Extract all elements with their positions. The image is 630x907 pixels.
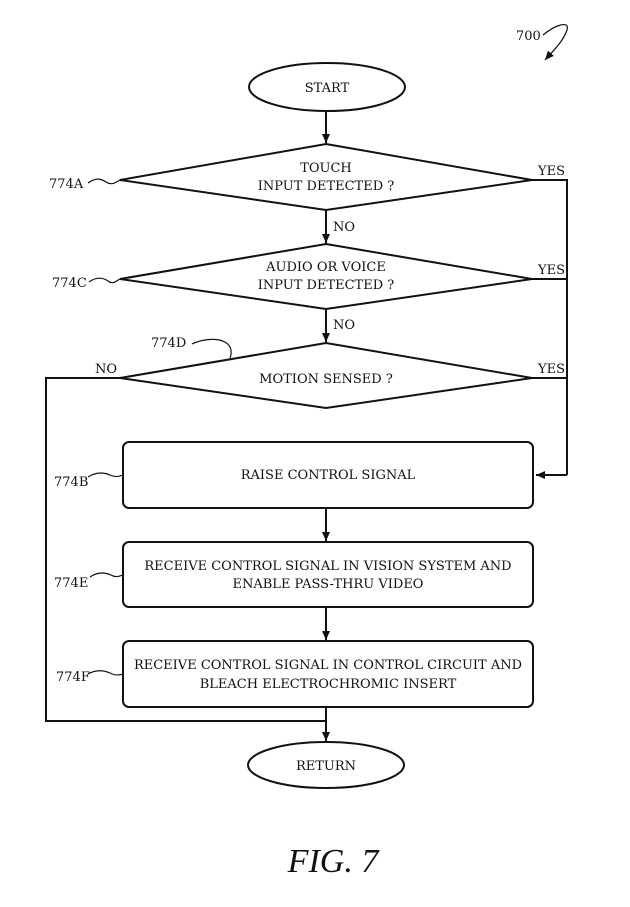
- return-label: RETURN: [296, 759, 356, 774]
- vision-step-line1: RECEIVE CONTROL SIGNAL IN VISION SYSTEM …: [144, 559, 511, 574]
- control-circuit-step: [122, 640, 534, 708]
- vision-system-step: [122, 541, 534, 608]
- return-terminal: [247, 741, 405, 789]
- touch-ref-label: 774A: [49, 177, 84, 192]
- touch-ref-leader: [87, 178, 121, 185]
- raise-ref-leader: [87, 472, 124, 478]
- raise-ref-label: 774B: [54, 475, 88, 490]
- vision-ref-leader: [89, 572, 124, 578]
- vision-ref-label: 774E: [54, 576, 88, 591]
- touch-decision-line2: INPUT DETECTED ?: [258, 179, 395, 194]
- vision-step-line2: ENABLE PASS-THRU VIDEO: [233, 577, 424, 592]
- touch-decision: [119, 142, 533, 212]
- audio-ref-leader: [88, 277, 121, 284]
- audio-decision-line2: INPUT DETECTED ?: [258, 278, 395, 293]
- figure-caption: FIG. 7: [287, 843, 381, 880]
- raise-step-line1: RAISE CONTROL SIGNAL: [241, 468, 416, 483]
- motion-ref-label: 774D: [151, 336, 186, 351]
- yes-merge-line: [532, 179, 568, 475]
- audio-decision: [119, 242, 533, 311]
- control-step-line2: BLEACH ELECTROCHROMIC INSERT: [200, 677, 457, 692]
- motion-decision-line1: MOTION SENSED ?: [259, 372, 393, 387]
- audio-yes-label: YES: [537, 263, 565, 278]
- motion-no-label: NO: [95, 362, 117, 377]
- motion-ref-leader: [191, 338, 232, 359]
- audio-no-label: NO: [333, 318, 355, 333]
- control-ref-label: 774F: [56, 670, 90, 685]
- start-label: START: [305, 81, 350, 96]
- figure-ref-arrow: [542, 23, 568, 61]
- figure-ref-label: 700: [516, 29, 541, 44]
- touch-decision-line1: TOUCH: [300, 161, 352, 176]
- motion-decision: [119, 341, 533, 410]
- control-step-line1: RECEIVE CONTROL SIGNAL IN CONTROL CIRCUI…: [134, 658, 522, 673]
- audio-ref-label: 774C: [52, 276, 87, 291]
- motion-yes-label: YES: [537, 362, 565, 377]
- audio-decision-line1: AUDIO OR VOICE: [265, 260, 386, 275]
- control-ref-leader: [87, 670, 124, 676]
- motion-no-bypass-line: [45, 377, 326, 722]
- touch-no-label: NO: [333, 220, 355, 235]
- touch-yes-label: YES: [537, 164, 565, 179]
